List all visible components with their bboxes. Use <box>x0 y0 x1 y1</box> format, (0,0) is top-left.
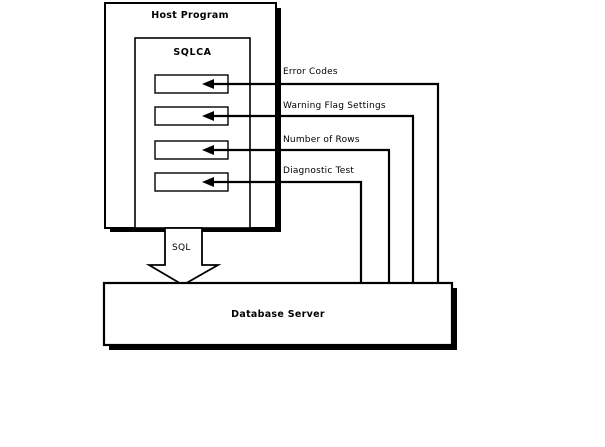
sql-block-arrow <box>145 227 222 287</box>
flow-label-error-codes: Error Codes <box>283 67 338 77</box>
host-program-shadow-right <box>276 8 281 232</box>
connector-line-error-codes <box>212 82 440 283</box>
connector-line-number-of-rows <box>212 148 391 283</box>
sqlca-box <box>134 37 251 229</box>
sql-arrow-label: SQL <box>172 243 191 253</box>
database-server-label: Database Server <box>231 309 325 320</box>
sqlca-label: SQLCA <box>173 47 212 58</box>
flow-label-warning-flag-settings: Warning Flag Settings <box>283 101 386 111</box>
database-server-box <box>102 281 454 347</box>
connector-line-warning-flag-settings <box>212 114 415 283</box>
database-server-shadow-bottom <box>109 345 457 350</box>
arrowhead-diagnostic-test <box>202 177 214 187</box>
arrowhead-number-of-rows <box>202 145 214 155</box>
flow-label-diagnostic-test: Diagnostic Test <box>283 166 355 176</box>
database-server-shadow-right <box>452 288 457 350</box>
host-program-label: Host Program <box>151 10 229 21</box>
connector-line-diagnostic-test <box>212 180 363 283</box>
flow-label-number-of-rows: Number of Rows <box>283 135 360 145</box>
arrowhead-warning-flag-settings <box>202 111 214 121</box>
arrowhead-error-codes <box>202 79 214 89</box>
